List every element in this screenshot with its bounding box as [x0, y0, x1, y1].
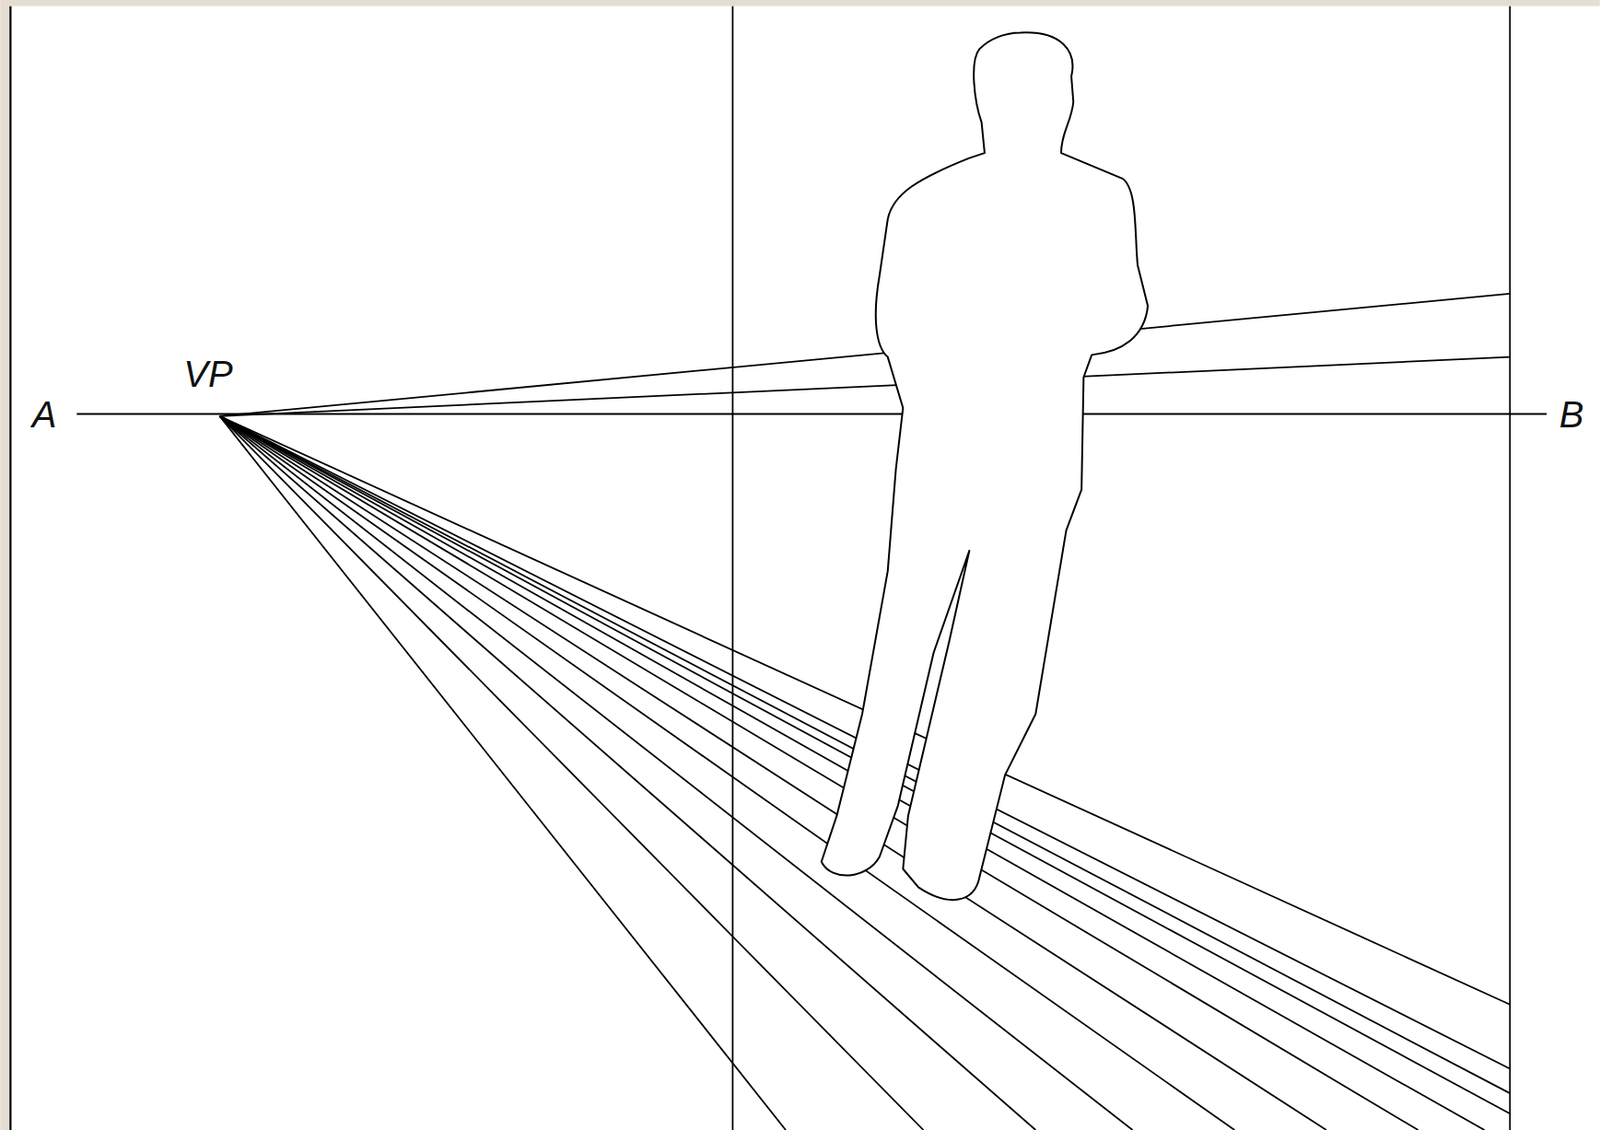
- perspective-ray: [219, 416, 1235, 1130]
- figure-silhouette: [821, 32, 1148, 900]
- frame-strip: [0, 0, 10, 1130]
- perspective-ray: [219, 416, 1418, 1130]
- perspective-ray: [219, 357, 1510, 417]
- frame-strip: [0, 0, 1600, 7]
- point-label: A: [32, 396, 58, 433]
- frame-border: [9, 6, 12, 1130]
- perspective-ray: [219, 293, 1510, 417]
- picture-plane-line: [1508, 6, 1511, 1130]
- horizon-line: [76, 413, 1547, 416]
- point-label: B: [1559, 396, 1585, 433]
- vanishing-point-label: VP: [183, 355, 233, 393]
- perspective-ray: [219, 416, 1327, 1130]
- picture-plane-line: [732, 6, 735, 1130]
- perspective-ray: [219, 416, 786, 1130]
